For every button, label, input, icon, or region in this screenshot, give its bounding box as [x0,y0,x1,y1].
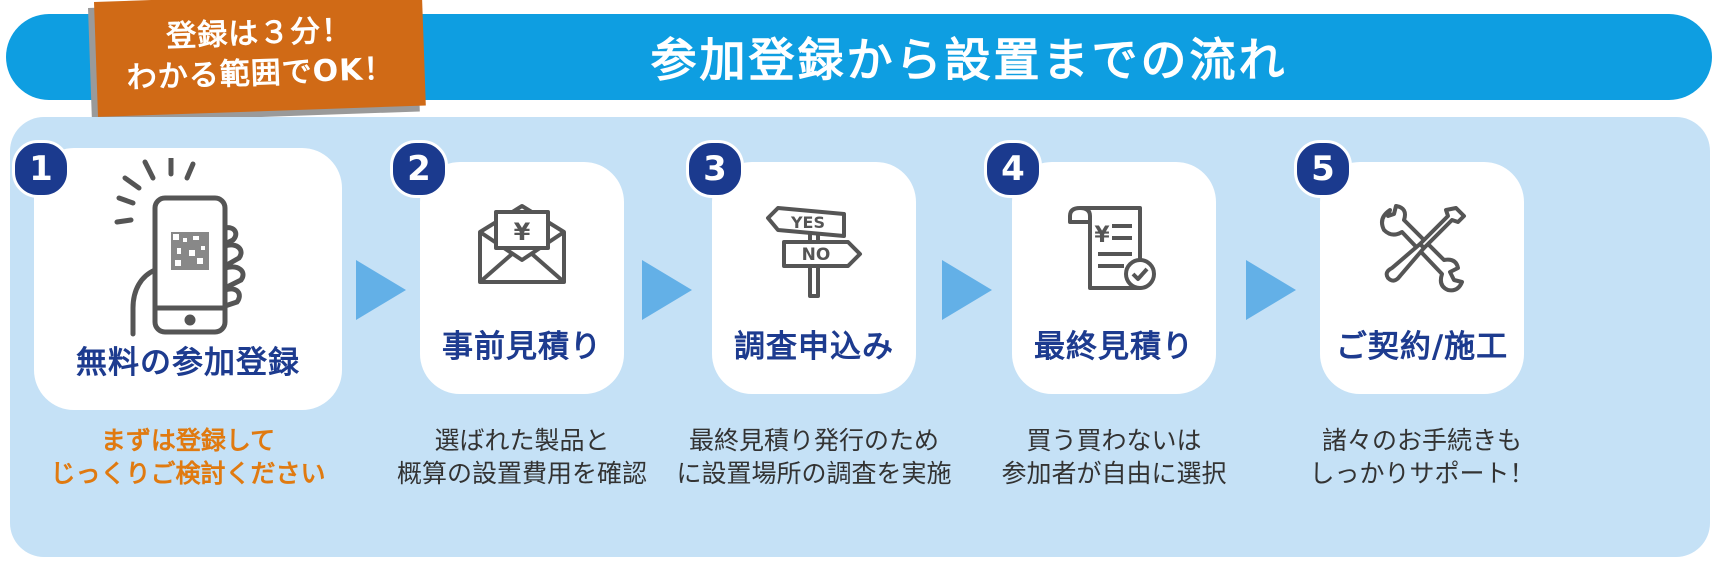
desc-line: 概算の設置費用を確認 [396,459,647,488]
step-number-3: 3 [686,140,744,198]
step-number-5: 5 [1294,140,1352,198]
arrow-right-icon [1246,260,1296,320]
ribbon-line-1: 登録は３分！ [165,12,353,54]
sign-yes-text: YES [790,213,825,232]
step-description-1: まずは登録して じっくりご検討ください [34,424,342,490]
step-number-4: 4 [984,140,1042,198]
arrow-right-icon [642,260,692,320]
desc-line: 選ばれた製品と [434,426,610,455]
desc-line: 諸々のお手続きも [1321,426,1522,455]
step-description-4: 買う買わないは 参加者が自由に選択 [964,424,1264,490]
step-description-2: 選ばれた製品と 概算の設置費用を確認 [362,424,682,490]
step-number-2: 2 [390,140,448,198]
arrow-right-icon [942,260,992,320]
svg-text:¥: ¥ [514,218,531,246]
wrench-screwdriver-icon [1372,198,1472,298]
page-title: 参加登録から設置までの流れ [650,33,1288,87]
step-card-5: ご契約/施工 [1320,162,1524,394]
desc-line: 参加者が自由に選択 [1001,459,1227,488]
ribbon-line-2: わかる範囲でOK！ [126,51,395,96]
svg-text:¥: ¥ [1094,223,1110,248]
desc-line: に設置場所の調査を実施 [676,459,952,488]
desc-line: 買う買わないは [1026,426,1202,455]
step-label: 無料の参加登録 [76,345,300,381]
step-card-3: YES NO 調査申込み [712,162,916,394]
desc-line: じっくりご検討ください [50,459,326,488]
desc-line: 最終見積り発行のため [688,426,939,455]
yen-invoice-check-icon: ¥ [1064,198,1164,298]
smartphone-qr-icon [113,158,263,338]
step-description-3: 最終見積り発行のため に設置場所の調査を実施 [654,424,974,490]
step-label: 事前見積り [442,329,602,365]
step-card-4: ¥ 最終見積り [1012,162,1216,394]
sign-no-text: NO [802,245,831,265]
step-card-1: 無料の参加登録 [34,148,342,410]
step-description-5: 諸々のお手続きも しっかりサポート！ [1272,424,1572,490]
promo-ribbon: 登録は３分！ わかる範囲でOK！ [94,0,426,117]
desc-line: まずは登録して [100,426,276,455]
step-label: 最終見積り [1034,329,1194,365]
step-number-1: 1 [12,140,70,198]
step-label: 調査申込み [734,329,894,365]
step-card-2: ¥ 事前見積り [420,162,624,394]
desc-line: しっかりサポート！ [1309,459,1535,488]
step-label: ご契約/施工 [1335,329,1509,365]
yes-no-signpost-icon: YES NO [764,198,864,298]
arrow-right-icon [356,260,406,320]
yen-envelope-icon: ¥ [472,198,572,288]
